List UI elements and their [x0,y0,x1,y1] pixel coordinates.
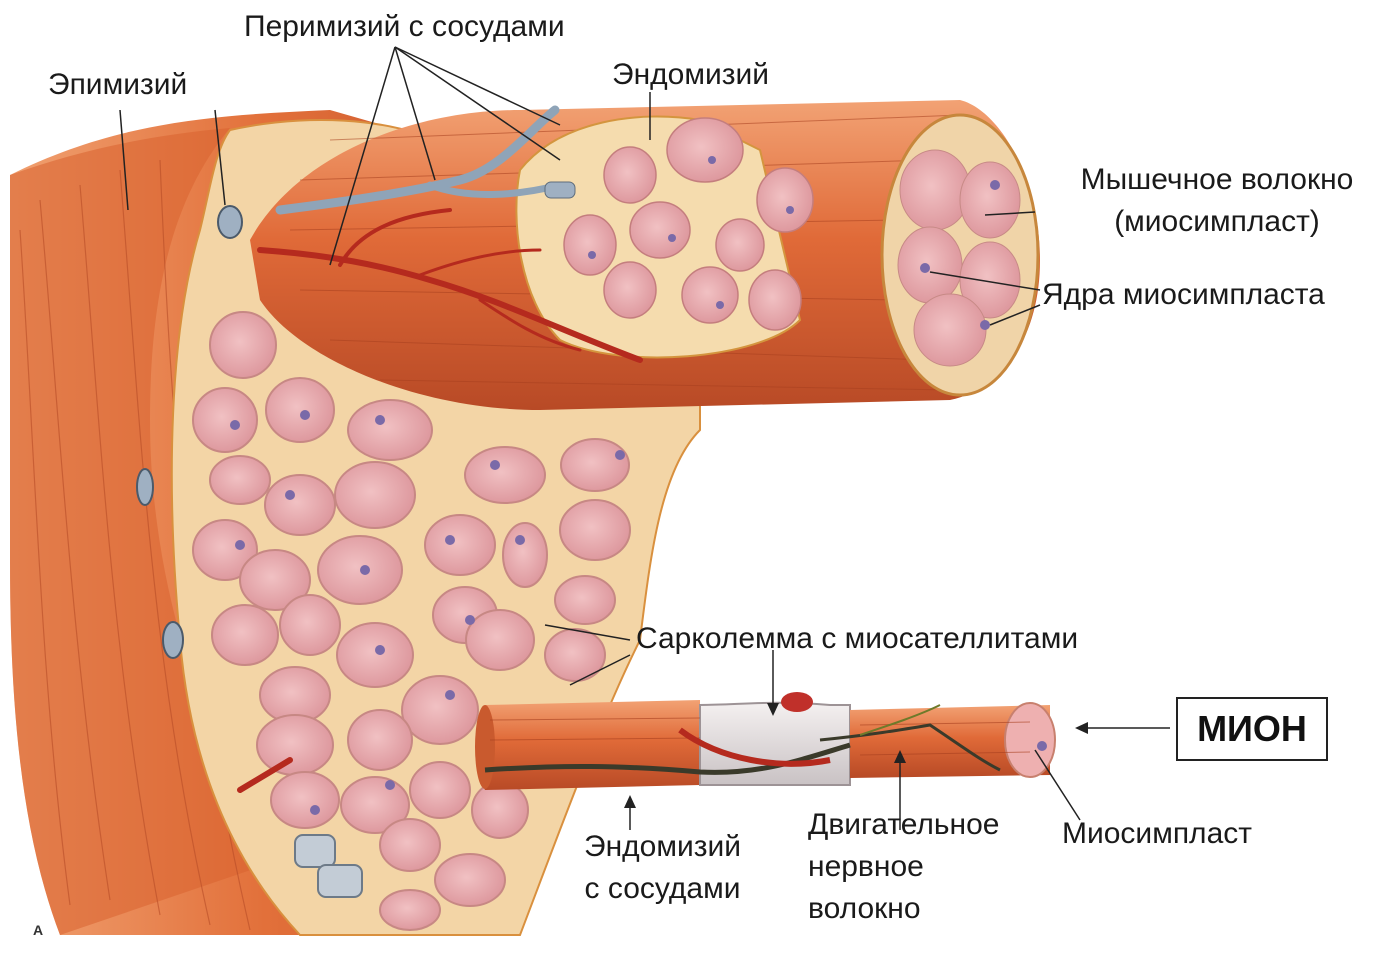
label-myosymplast: Миосимпласт [1062,817,1252,852]
label-muscle-fiber-line1: Мышечное волокно [1052,163,1382,198]
label-sarcolemma: Сарколемма с миосателлитами [636,622,1078,657]
label-endomysium-vessels-line2: с сосудами [560,872,765,907]
label-motor-nerve-line1: Двигательное [808,808,999,843]
label-endomysium-top: Эндомизий [612,58,769,93]
mion-box: МИОН [1176,697,1328,761]
label-motor-nerve-line2: нервное [808,850,924,885]
label-perimysium: Перимизий с сосудами [244,10,565,45]
label-endomysium-vessels-line1: Эндомизий [560,830,765,865]
corner-letter: A [33,922,43,938]
label-muscle-fiber-line2: (миосимпласт) [1052,205,1382,240]
label-epimysium: Эпимизий [48,68,187,103]
mion-fiber [475,692,1055,790]
label-nuclei: Ядра миосимпласта [1042,278,1325,313]
label-motor-nerve-line3: волокно [808,892,921,927]
